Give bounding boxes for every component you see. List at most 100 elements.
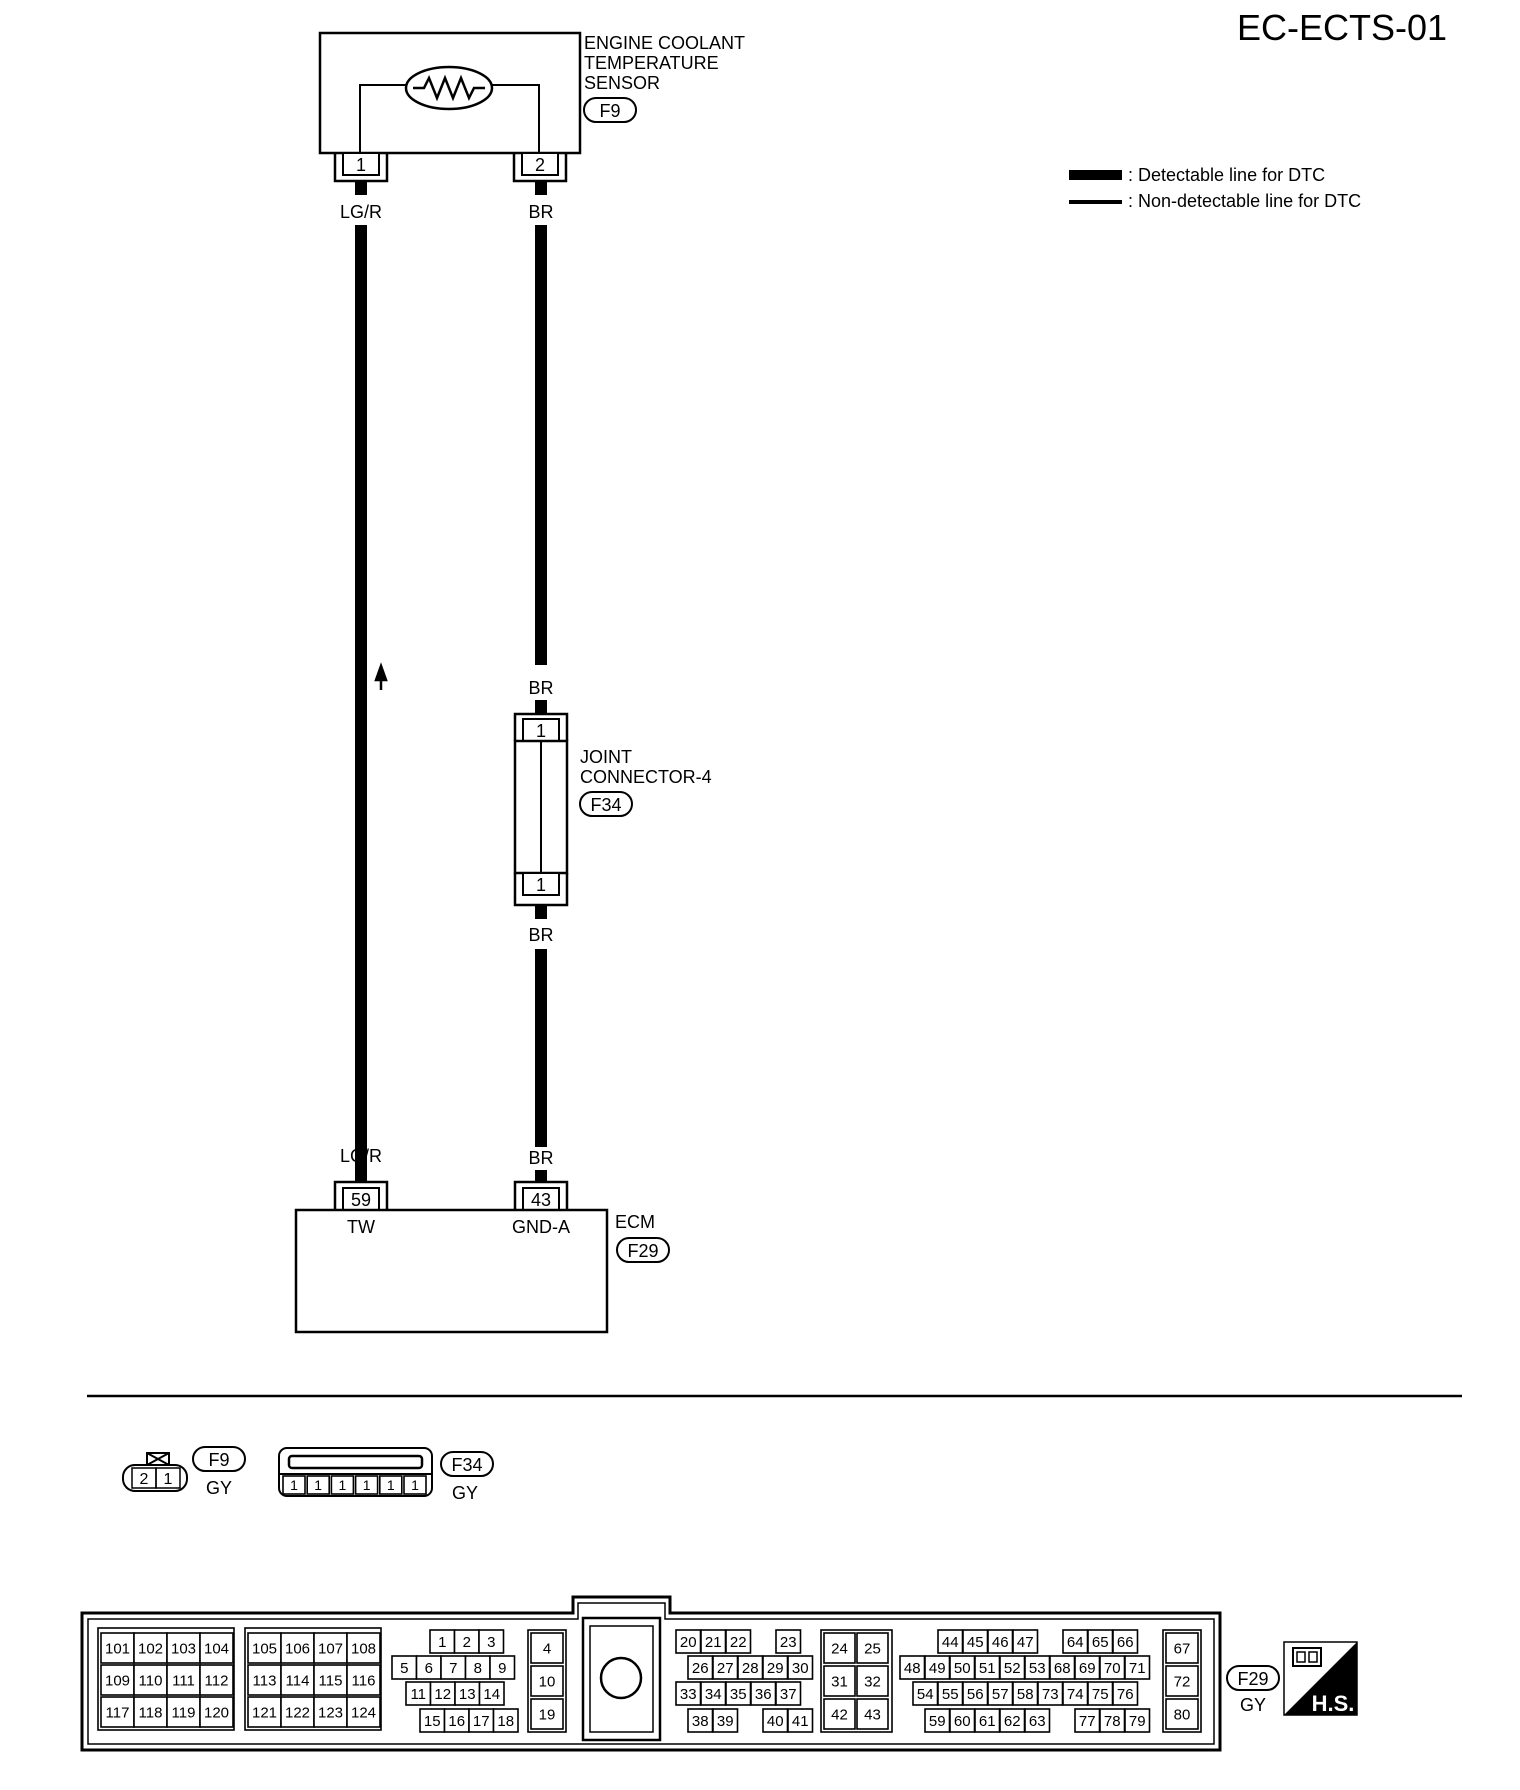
f29-pin-121-box [247, 1696, 282, 1728]
f29-pin-7: 7 [449, 1660, 457, 1677]
wire-br-line-upper [535, 225, 547, 665]
f29-pin-39-box [712, 1708, 739, 1733]
f29-pin-77: 77 [1079, 1713, 1096, 1730]
f29-pin-34: 34 [705, 1686, 722, 1703]
sensor-label-2: TEMPERATURE [584, 53, 719, 73]
joint-bottom-bracket [513, 873, 569, 907]
f29-pin-104: 104 [204, 1640, 229, 1657]
f29-pin-19-box [530, 1698, 564, 1730]
f29-block-8 [1162, 1629, 1202, 1733]
f29-pin-65: 65 [1092, 1634, 1109, 1651]
f29-pin-120-box [199, 1696, 234, 1728]
f29-pin-41: 41 [792, 1713, 809, 1730]
f29-pin-37-box [775, 1681, 802, 1706]
f29-pin-108-box [346, 1632, 381, 1664]
f9-latch-cross [146, 1452, 170, 1466]
f29-pin-26: 26 [692, 1660, 709, 1677]
f29-pin-104-box [199, 1632, 234, 1664]
f29-pin-70: 70 [1104, 1660, 1121, 1677]
f29-pin-79-box [1124, 1708, 1151, 1733]
f29-pin-17: 17 [473, 1713, 490, 1730]
f29-pin-114: 114 [286, 1672, 310, 1689]
f29-pin-66-box [1112, 1629, 1139, 1654]
f29-badge [1226, 1665, 1280, 1691]
f34-color: GY [452, 1483, 478, 1503]
wire-lgr: LG/R LG/R [340, 181, 388, 1182]
f29-pin-106: 106 [285, 1640, 310, 1657]
wire-br-label-joint-bottom: BR [528, 925, 553, 945]
f29-pin-69: 69 [1079, 1660, 1096, 1677]
f29-pin-42: 42 [831, 1706, 848, 1723]
f29-pin-36: 36 [755, 1686, 772, 1703]
wire-br: BR BR BR BR [528, 181, 554, 1182]
f29-pin-32: 32 [864, 1673, 881, 1690]
f29-pin-15: 15 [424, 1713, 441, 1730]
f29-center-key-inner [589, 1625, 654, 1733]
f29-pin-63: 63 [1029, 1713, 1046, 1730]
f29-pin-62: 62 [1004, 1713, 1021, 1730]
f29-pin-29: 29 [767, 1660, 784, 1677]
resistor-zigzag [413, 74, 485, 102]
f29-pin-80: 80 [1174, 1706, 1191, 1723]
f29-pin-61: 61 [979, 1713, 996, 1730]
wire-br-label-joint-top: BR [528, 678, 553, 698]
sensor-pin2: 2 [535, 155, 545, 175]
hs-connector-icon-detail [1296, 1651, 1318, 1663]
f29-pin-102-box [133, 1632, 168, 1664]
f29-pin-25: 25 [864, 1640, 881, 1657]
f29-color: GY [1240, 1695, 1266, 1715]
f29-pin-112: 112 [205, 1672, 229, 1689]
f29-pin-59: 59 [929, 1713, 946, 1730]
f29-pin-66: 66 [1117, 1634, 1134, 1651]
sensor-pin1: 1 [356, 155, 366, 175]
wire-lgr-label-bottom: LG/R [340, 1146, 382, 1166]
f29-pin-118-box [133, 1696, 168, 1728]
f29-pin-46: 46 [992, 1634, 1009, 1651]
f29-pin-106-box [280, 1632, 315, 1664]
legend-non-detectable: : Non-detectable line for DTC [1128, 191, 1361, 211]
f29-pin-124-box [346, 1696, 381, 1728]
f29-pin-48: 48 [904, 1660, 921, 1677]
f29-pin-76: 76 [1117, 1686, 1134, 1703]
ecm-label: ECM [615, 1212, 655, 1232]
f9-housing [122, 1464, 188, 1492]
f29-pin-43-box [856, 1698, 889, 1730]
f29-pin-20: 20 [680, 1634, 697, 1651]
f29-pin-4: 4 [543, 1640, 551, 1657]
f29-pin-47: 47 [1017, 1634, 1034, 1651]
wire-br-stub-joint-top [535, 700, 547, 714]
f29-pin-74: 74 [1067, 1686, 1084, 1703]
f29-pin-45: 45 [967, 1634, 984, 1651]
f29-pin-119: 119 [172, 1704, 196, 1721]
f29-pin-30: 30 [792, 1660, 809, 1677]
sensor-label-1: ENGINE COOLANT [584, 33, 745, 53]
f29-pin-71-box [1124, 1655, 1151, 1680]
f29-pin-113: 113 [253, 1672, 277, 1689]
ecm-pin43: 43 [531, 1190, 551, 1210]
f29-pin-56: 56 [967, 1686, 984, 1703]
f29-pin-24-box [823, 1632, 856, 1664]
f29-pin-32-box [856, 1665, 889, 1697]
f29-pin-22-box [725, 1629, 752, 1654]
f29-pin-3-box [478, 1629, 505, 1654]
f29-pin-117: 117 [106, 1704, 130, 1721]
f34-pin-4: 1 [387, 1477, 395, 1493]
wire-lgr-stub-bottom [355, 1170, 367, 1182]
wire-br-label-top: BR [528, 202, 553, 222]
ecm-terminal-gnd: GND-A [512, 1217, 570, 1237]
f29-pin-16: 16 [448, 1713, 465, 1730]
f34-pin-3-box [354, 1475, 379, 1495]
f29-pin-12: 12 [434, 1686, 451, 1703]
f29-pin-102: 102 [138, 1640, 163, 1657]
f29-pin-124: 124 [351, 1704, 376, 1721]
f29-pin-53: 53 [1029, 1660, 1046, 1677]
wire-br-line-lower [535, 949, 547, 1147]
f29-pin-111-box [166, 1664, 201, 1696]
f29-pin-101: 101 [105, 1640, 130, 1657]
f29-pin-22: 22 [730, 1634, 747, 1651]
f29-pin-63-box [1024, 1708, 1051, 1733]
f29-pin-107-box [313, 1632, 348, 1664]
